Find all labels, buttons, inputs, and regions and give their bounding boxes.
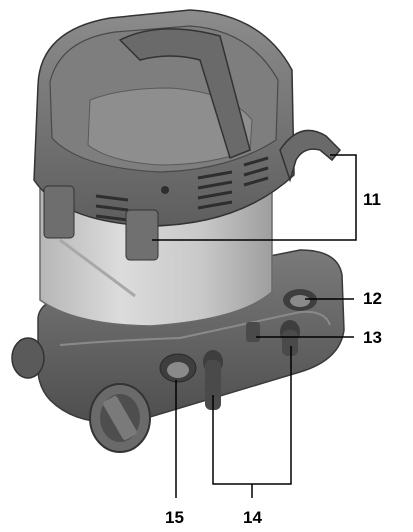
callout-13: 13 [363,328,382,347]
callout-14: 14 [243,508,262,527]
leader-11 [152,154,357,241]
air-vents [95,156,269,222]
carry-handle [118,28,251,159]
holder-13 [246,322,260,342]
wheel-left [11,337,45,379]
hose-hook [279,129,342,183]
leader-lines [152,154,357,498]
side-latch [43,185,75,239]
callout-15: 15 [165,508,184,527]
callout-11: 11 [363,190,381,209]
motor-head [33,9,342,261]
callout-12: 12 [363,289,382,308]
front-latch [125,209,159,261]
